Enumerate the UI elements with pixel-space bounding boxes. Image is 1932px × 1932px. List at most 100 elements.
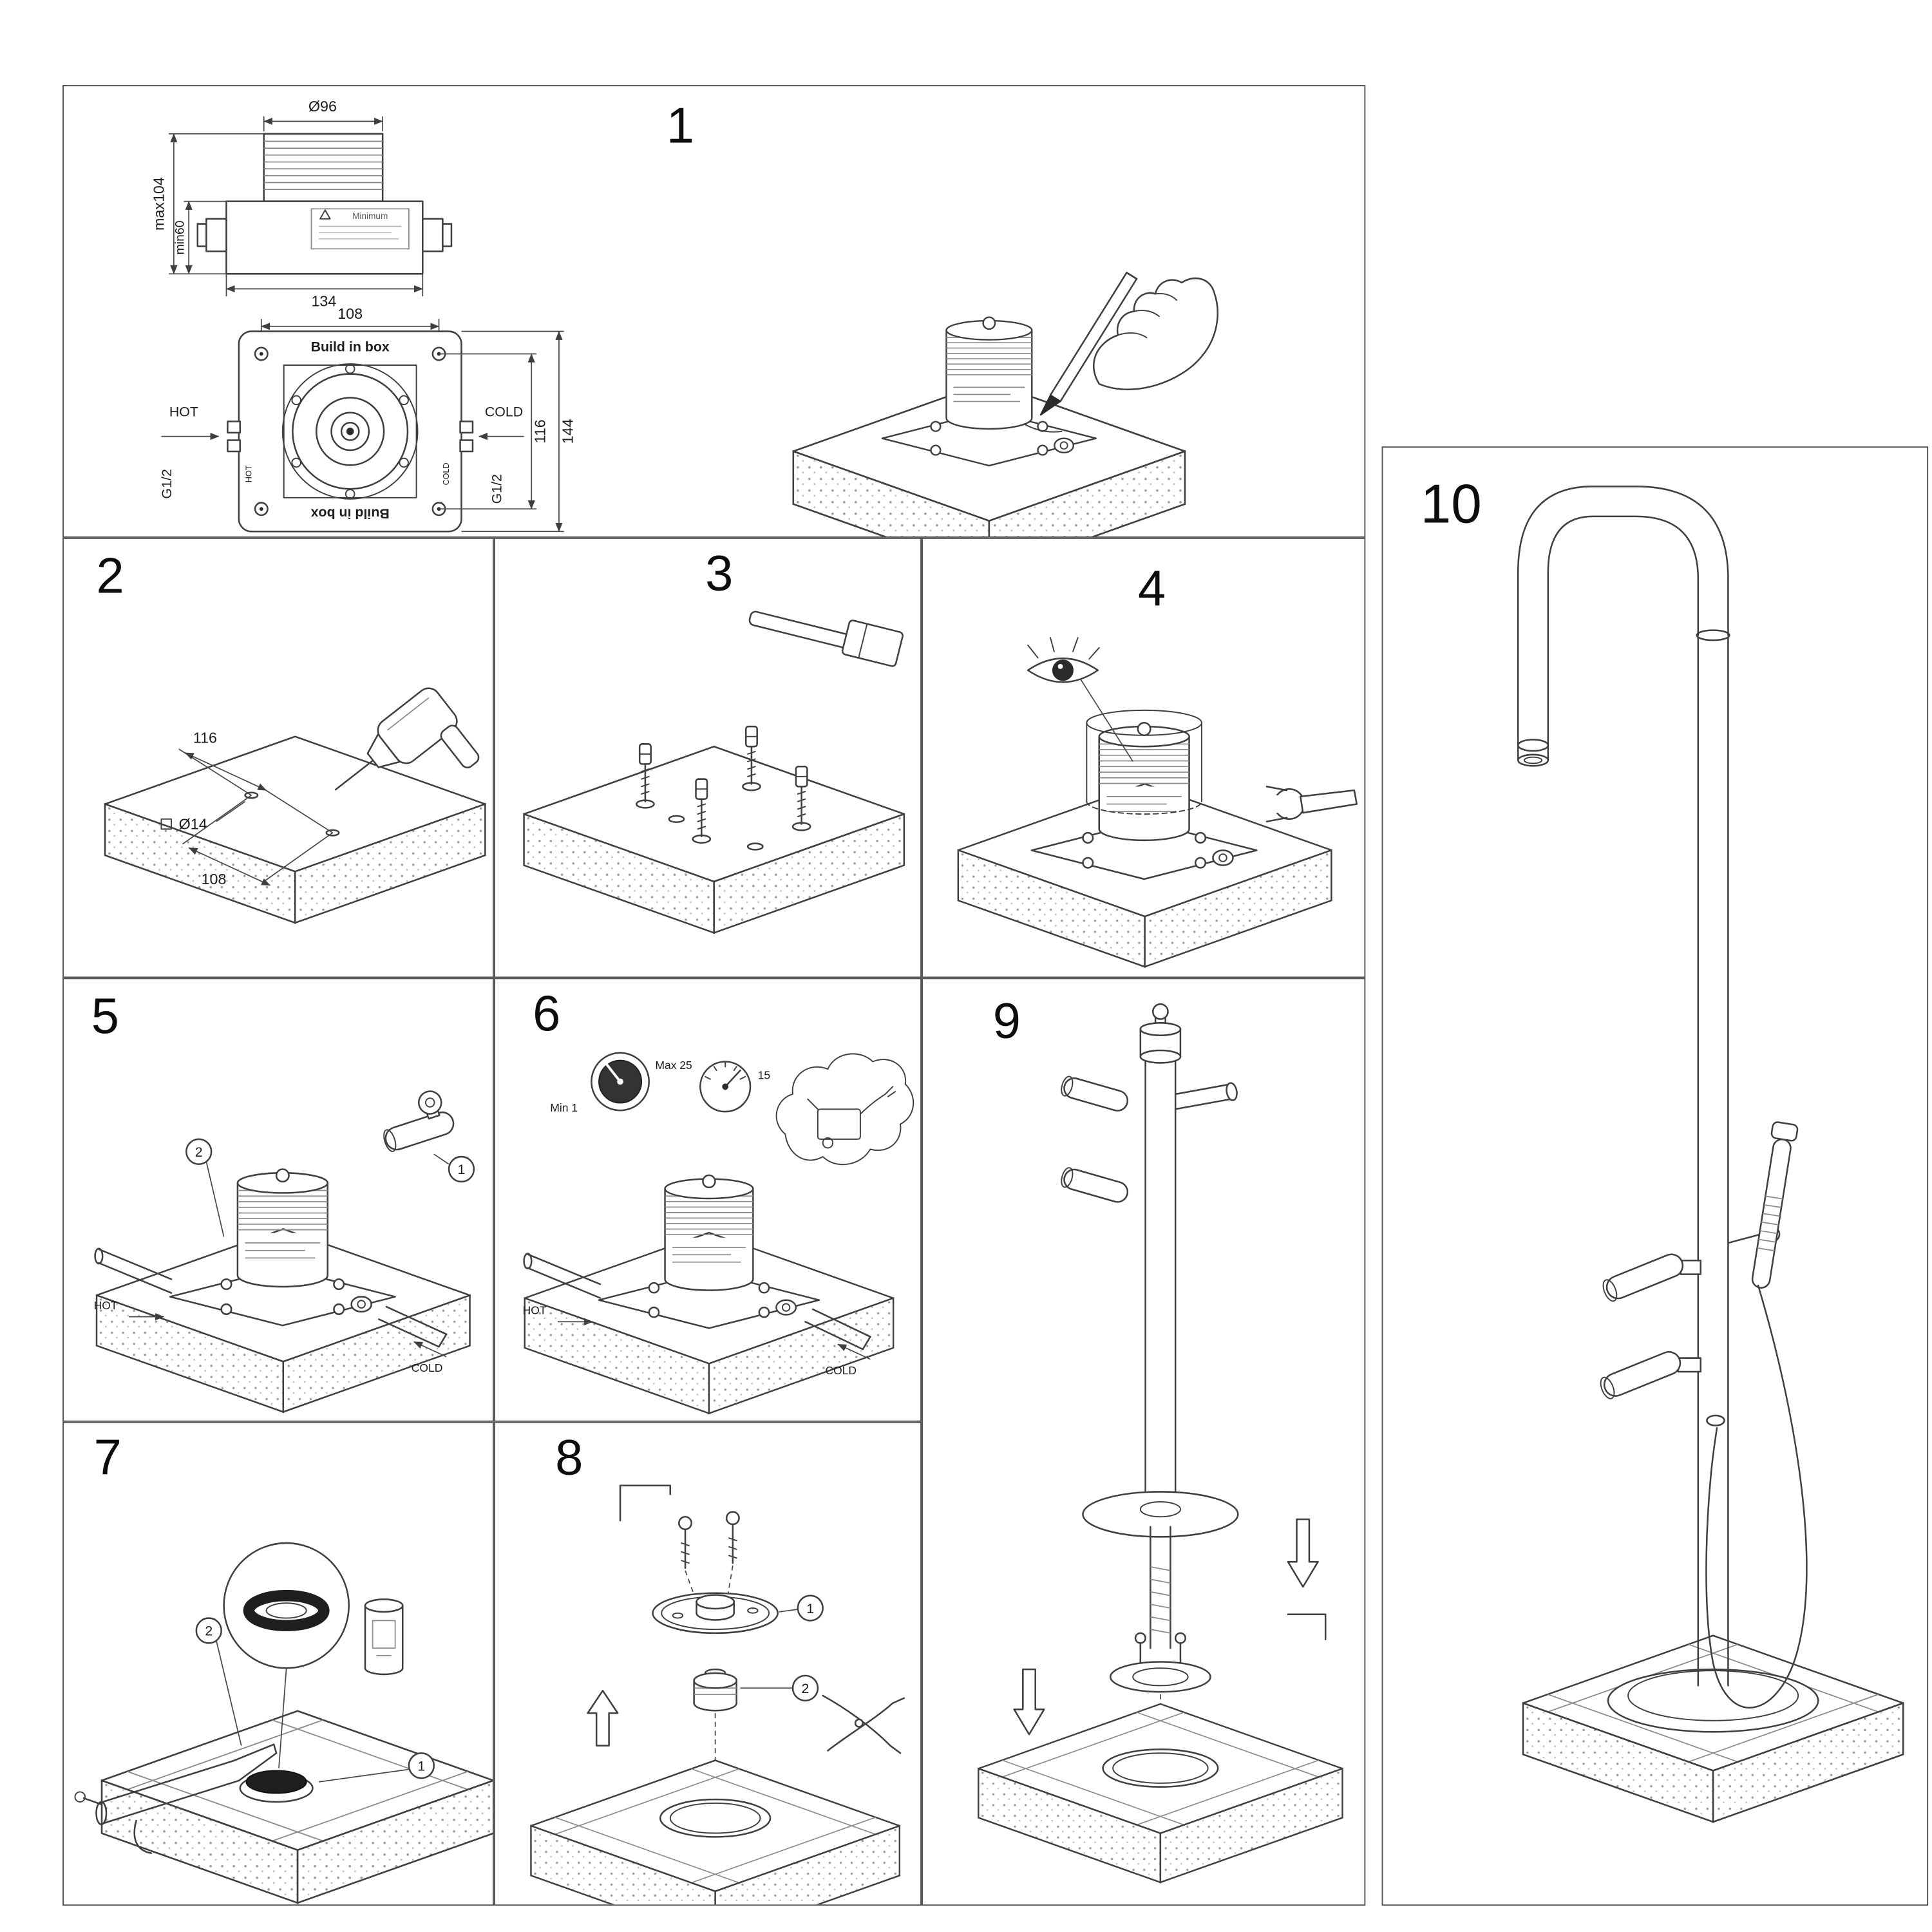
panel-step-5: 5 HOT COLD [62,978,494,1422]
step4-illustration [957,637,1358,968]
step-number-2: 2 [96,549,124,604]
hand-icon [1093,277,1218,390]
label-cold: COLD [412,1361,443,1374]
label-build-in-box: Build in box [311,339,390,355]
valve-box [169,1168,396,1327]
drill-icon [334,687,480,791]
hex-key-icon [619,1484,672,1522]
spout [1517,486,1729,767]
step1-illustration: Minimum Ø96 max104 min60 [150,98,1218,536]
silicone-ring-inset [223,1542,350,1768]
ref-callout-1: 1 [779,1595,824,1622]
wrench-icon [1264,786,1358,822]
anchor-plate [1109,1632,1211,1693]
handle-upper [1061,1075,1129,1112]
ref-callout-1: 1 [319,1752,435,1783]
handle-lower [1061,1167,1129,1203]
floor-flange [1082,1491,1239,1538]
riser-column [1139,1003,1182,1501]
label-cold: COLD [485,404,523,420]
dim-116: 116 [532,419,549,443]
step8-illustration: 1 2 [530,1484,905,1905]
step9-illustration [978,1003,1343,1884]
faucet-column [1696,629,1730,1687]
step-number-3: 3 [705,546,734,601]
dimension-108: 108 [182,795,333,887]
step7-illustration: 2 1 [74,1542,493,1904]
label-hot-port: HOT [244,465,253,482]
step2-illustration: 116 Ø14 108 [104,687,486,924]
label-hot: HOT [169,404,198,420]
tile-base [978,1703,1343,1884]
dim-144: 144 [559,419,576,444]
ref-callout-1: 1 [433,1153,475,1183]
svg-text:2: 2 [205,1624,213,1639]
pencil-trace-line [1023,423,1063,433]
dim-134: 134 [311,293,336,310]
panel-step-9: 9 [922,978,1366,1906]
label-build-in-box-mirrored: Build in box [310,506,389,521]
hot-supply-pipe: HOT [94,1247,173,1321]
arrow-down-icon [1287,1518,1319,1588]
label-minimum: Minimum [352,211,388,221]
dim-diameter-96: Ø96 [308,98,337,115]
label-cold-port: COLD [442,462,451,485]
shower-hose [1705,1284,1808,1709]
valve-side-view: Minimum Ø96 max104 min60 [150,98,453,310]
dimension-116: 116 [178,729,333,833]
washer [746,842,764,851]
step10-illustration [1517,486,1904,1823]
washer [668,815,685,823]
arrow-up-icon [587,1689,619,1747]
floor-hole [1102,1748,1219,1788]
pencil-icon [1039,272,1138,416]
dim-min60: min60 [173,220,187,254]
threaded-tail-pipe [1150,1526,1171,1649]
ref-callout-2: 2 [195,1617,242,1746]
cover-plate [652,1592,779,1634]
marking-illustration [792,272,1218,536]
panel-step-6: 6 HOT COLD Max [493,978,922,1422]
drill-hole-1 [244,791,259,799]
label-hot: HOT [94,1299,118,1312]
panel-step-3: 3 [493,537,922,978]
valve-front-view: 108 Build in box Build in box [159,305,576,533]
svg-text:1: 1 [806,1601,814,1616]
panel-step-4: 4 [922,537,1366,978]
drill-hole-2 [325,829,340,837]
step-number-8: 8 [555,1430,583,1486]
step3-illustration [523,611,905,934]
step-number-4: 4 [1137,561,1166,617]
pressure-gauge-max: Max 25 Min 1 [550,1052,692,1114]
label-hot: HOT [523,1304,547,1317]
label-cold: COLD [826,1364,857,1377]
arrow-down-icon [1013,1668,1045,1736]
sealant-tube [364,1598,404,1676]
panel-step-1: 1 Minimum [62,85,1366,538]
label-gauge-max: Max 25 [655,1059,692,1072]
handle-upper [1602,1253,1701,1302]
step-number-5: 5 [91,989,119,1045]
hot-supply-pipe: HOT [523,1253,601,1325]
valve-box [1030,722,1258,880]
panel-step-7: 7 [62,1421,494,1906]
cold-supply-pipe: COLD [804,1308,871,1377]
base-plate [1607,1668,1819,1733]
floor-hole-inner [1112,1752,1209,1784]
hammer-icon [748,611,904,667]
panel-step-10: 10 [1381,446,1929,1906]
dim-max104: max104 [150,177,167,231]
label-g12-right: G1/2 [489,474,505,504]
cold-supply-pipe: COLD [378,1305,448,1374]
concrete-block [523,745,905,934]
handle-lower [1600,1350,1701,1399]
svg-text:2: 2 [195,1144,203,1160]
eye-icon [1027,637,1133,762]
svg-text:1: 1 [417,1758,425,1774]
caulking-gun-icon [74,1743,278,1854]
step5-illustration: HOT COLD 2 [94,1090,475,1413]
label-g12-left: G1/2 [159,469,175,498]
hand-shower [1751,1121,1799,1289]
dim-108: 108 [337,305,363,322]
